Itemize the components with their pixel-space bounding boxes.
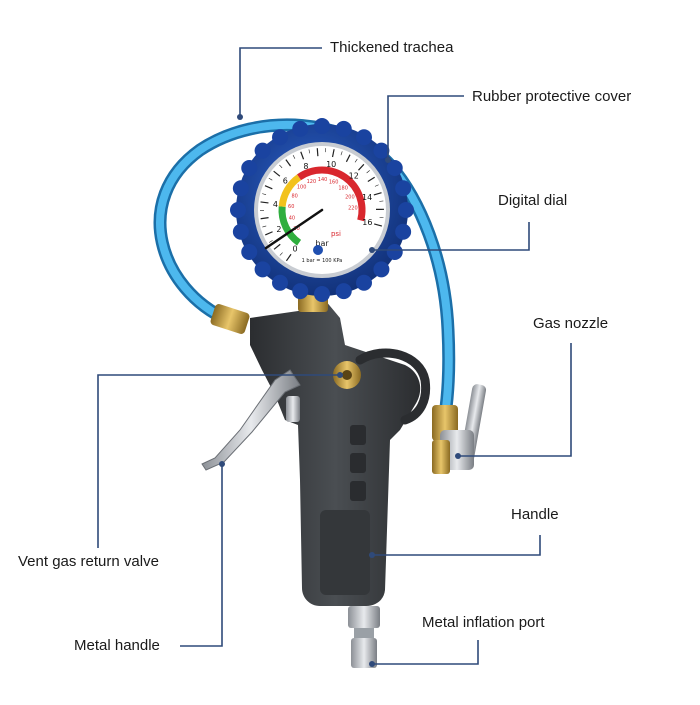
rubber-bump [336,121,352,137]
rubber-bump [395,224,411,240]
gauge-outer-number: 8 [303,162,308,171]
label-metal-inflation-port: Metal inflation port [422,614,545,632]
gauge-hub [313,245,323,255]
rubber-bump [272,129,288,145]
rubber-bump [387,244,403,260]
label-thickened-trachea: Thickened trachea [330,39,453,57]
label-metal-handle: Metal handle [74,637,160,655]
rubber-bump [373,143,389,159]
gauge-unit-psi: psi [331,230,341,238]
label-vent-gas-return-valve: Vent gas return valve [18,553,159,571]
rubber-bump [356,275,372,291]
rubber-bump [241,244,257,260]
port-neck [354,628,374,638]
gauge-inner-number: 180 [338,185,348,191]
label-digital-dial: Digital dial [498,192,567,210]
rubber-bump [255,261,271,277]
vent-valve-center [342,370,352,380]
rubber-bump [336,283,352,299]
gauge-inner-number: 140 [318,177,328,183]
label-gas-nozzle: Gas nozzle [533,315,608,333]
gauge-outer-number: 4 [273,200,278,209]
rubber-bump [233,180,249,196]
gauge-inner-number: 160 [329,179,339,185]
gauge-inner-number: 60 [288,204,294,210]
gauge-outer-number: 14 [362,193,372,202]
rubber-bump [314,286,330,302]
rubber-bump [356,129,372,145]
gauge-outer-number: 12 [349,171,359,180]
leader-thickened-trachea [240,48,322,117]
rubber-bump [395,180,411,196]
gauge-inner-number: 200 [345,194,355,200]
gauge-inner-number: 120 [307,179,317,185]
rubber-bump [398,202,414,218]
gauge-outer-number: 2 [276,225,281,234]
label-rubber-protective-cover: Rubber protective cover [472,88,631,106]
rubber-bump [373,261,389,277]
rubber-bump [233,224,249,240]
label-handle: Handle [511,506,559,524]
gauge-tick [317,148,318,156]
rubber-bump [292,283,308,299]
grip-ridge [350,425,366,445]
hose-brass-fitting [209,303,250,335]
leader-metal-handle [180,464,222,646]
gauge-outer-number: 0 [292,245,297,254]
rubber-bump [255,143,271,159]
gauge-outer-number: 10 [326,160,336,169]
leader-inflation-port [372,640,478,664]
gauge-outer-number: 16 [362,218,372,227]
gauge-conversion: 1 bar = 100 KPa [302,258,343,264]
gauge-inner-number: 80 [291,193,297,199]
gauge-inner-number: 40 [289,215,295,221]
gauge-outer-number: 6 [283,177,288,186]
grip-ridge [350,453,366,473]
grip-panel [320,510,370,595]
rubber-bump [230,202,246,218]
rubber-bump [314,118,330,134]
leader-rubber-cover [388,96,464,160]
leader-handle [372,535,540,555]
rubber-bump [241,160,257,176]
gauge-inner-number: 100 [297,185,307,191]
rubber-bump [272,275,288,291]
rubber-bump [292,121,308,137]
lever-pivot [286,396,300,422]
grip-ridge [350,481,366,501]
nozzle-tip [432,440,450,474]
gauge-inner-number: 220 [348,205,358,211]
port-collar [348,606,380,628]
